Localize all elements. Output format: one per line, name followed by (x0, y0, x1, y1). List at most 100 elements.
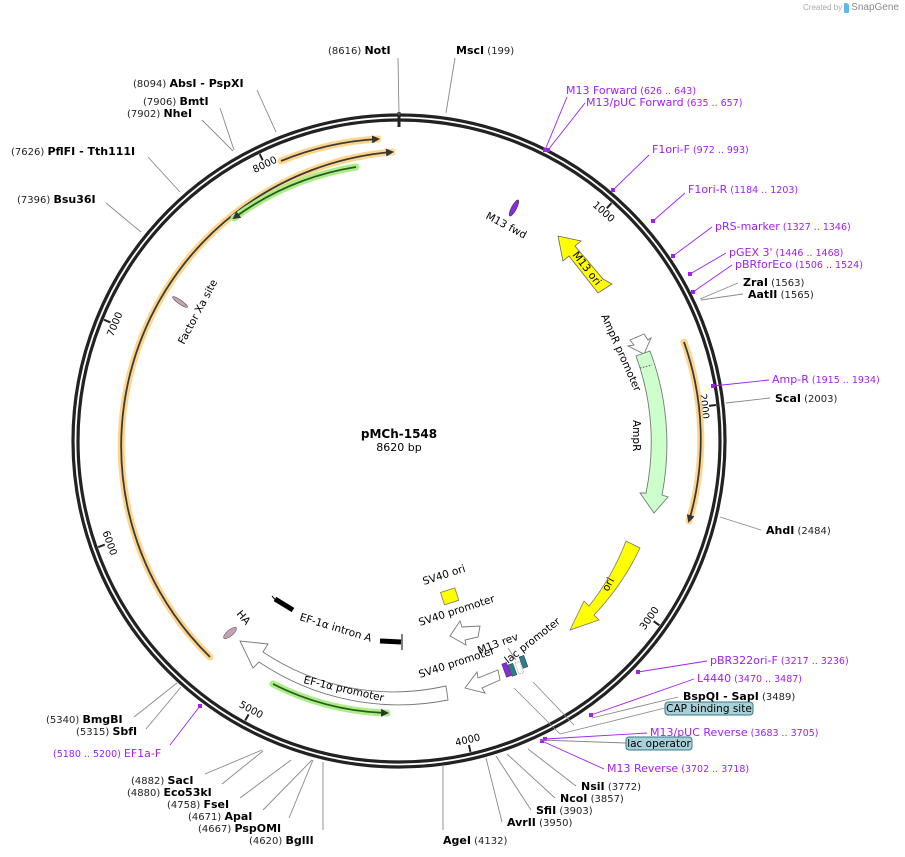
primer-label: pBRforEco (1506 .. 1524) (735, 258, 863, 271)
enzyme-site[interactable]: SfiI (3903) (495, 755, 593, 817)
enzyme-label: (4667) PspOMI (198, 822, 281, 835)
feature-label-ori: ori (600, 576, 617, 594)
enzyme-site[interactable]: NsiI (3772) (527, 748, 641, 793)
feature-label-m13-fwd: M13 fwd (484, 210, 529, 242)
enzyme-site[interactable]: (4882) SacI (131, 749, 263, 787)
tick-mark (467, 744, 472, 753)
enzyme-leader-line (204, 749, 263, 775)
enzyme-site[interactable]: ZraI (1563) (699, 276, 804, 300)
enzyme-site[interactable]: (4667) PspOMI (198, 759, 314, 835)
primer-label: M13 Reverse (3702 .. 3718) (607, 762, 749, 775)
enzyme-label: ScaI (2003) (775, 392, 838, 405)
enzyme-site[interactable]: MscI (199) (445, 44, 514, 114)
orf-arcs[interactable] (117, 135, 705, 717)
enzyme-label: (5340) BmgBI (46, 713, 123, 726)
primer-marker (540, 739, 544, 743)
enzyme-site[interactable]: (7906) BmtI (143, 95, 235, 151)
primer-site[interactable]: Amp-R (1915 .. 1934) (711, 373, 880, 388)
primer-leader-line (689, 252, 727, 275)
feature-sv40-ori[interactable]: SV40 ori (421, 563, 467, 606)
primer-leader-line (672, 226, 713, 257)
primer-site[interactable]: pBRforEco (1506 .. 1524) (691, 258, 863, 294)
enzyme-label: AgeI (4132) (443, 834, 507, 847)
primer-site[interactable]: M13 Reverse (3702 .. 3718) (540, 739, 749, 775)
feature-m13-fwd[interactable]: M13 fwd (484, 199, 529, 242)
enzyme-leader-line (147, 156, 181, 193)
primer-site[interactable]: F1ori-F (972 .. 993) (611, 143, 749, 192)
tick-mark (103, 318, 111, 324)
enzyme-site[interactable]: AgeI (4132) (442, 765, 507, 847)
enzyme-label: (7906) BmtI (143, 95, 209, 108)
enzyme-label: NsiI (3772) (581, 780, 641, 793)
enzyme-leader-line (506, 753, 556, 799)
feature-ampr[interactable]: AmpR (630, 350, 669, 514)
primer-label: Amp-R (1915 .. 1934) (772, 373, 880, 386)
feature-ef1a-intron[interactable]: EF-1α intron A (271, 595, 403, 650)
primer-site[interactable]: pRS-marker (1327 .. 1346) (671, 220, 851, 258)
primer-label: L4440 (3470 .. 3487) (697, 672, 802, 685)
primer-label: pGEX 3' (1446 .. 1468) (729, 246, 843, 259)
primer-site[interactable]: M13/pUC Forward (635 .. 657) (546, 96, 742, 152)
boxed-feature-label[interactable]: CAP binding site (559, 701, 754, 735)
enzyme-label: ZraI (1563) (743, 276, 804, 289)
enzyme-site[interactable]: AhdI (2484) (719, 516, 831, 537)
enzyme-site[interactable]: (4758) FseI (167, 759, 292, 811)
snapgene-logo-icon (844, 2, 850, 13)
enzyme-label: AhdI (2484) (766, 524, 831, 537)
enzyme-site[interactable]: (5340) BmgBI (46, 682, 178, 726)
enzyme-site[interactable]: AvrII (3950) (485, 757, 572, 829)
restriction-sites: (8616) NotI MscI (199) (8094) AbsI - PspXI… (11, 44, 838, 847)
feature-ef1a-promoter[interactable]: EF-1α promoter (239, 640, 449, 706)
tick-mark (606, 202, 613, 209)
enzyme-site[interactable]: BspQI - SapI (3489) (591, 690, 795, 719)
enzyme-leader-line (527, 748, 577, 787)
primer-sites: M13 Forward (626 .. 643)M13/pUC Forward … (53, 84, 880, 775)
primer-site[interactable]: M13/pUC Reverse (3683 .. 3705) (543, 726, 819, 741)
enzyme-site[interactable]: NcoI (3857) (506, 753, 624, 805)
feature-sv40-promoter-lower[interactable]: SV40 promoter (417, 645, 501, 694)
enzyme-leader-line (700, 293, 744, 301)
feature-m13-ori[interactable]: M13 ori (557, 235, 613, 294)
primer-marker (711, 384, 715, 388)
enzyme-site[interactable]: ScaI (2003) (725, 392, 838, 405)
enzyme-label: (4880) Eco53kI (127, 786, 212, 799)
enzyme-site[interactable]: AatII (1565) (700, 288, 814, 301)
primer-label: M13 Forward (626 .. 643) (566, 84, 696, 97)
tick-label: 7000 (106, 311, 126, 339)
enzyme-site[interactable]: (7902) NheI (127, 107, 234, 152)
enzyme-label: (4758) FseI (167, 798, 229, 811)
primer-site[interactable]: pGEX 3' (1446 .. 1468) (688, 246, 843, 276)
enzyme-label: (8094) AbsI - PspXI (133, 77, 244, 90)
primer-site[interactable]: L4440 (3470 .. 3487) (589, 672, 802, 717)
enzyme-site[interactable]: (7396) Bsu36I (17, 193, 142, 233)
primer-site[interactable]: (5180 .. 5200) EF1a-F (53, 704, 202, 760)
plasmid-name: pMCh-1548 (361, 427, 437, 441)
enzyme-label: SfiI (3903) (536, 804, 593, 817)
enzyme-label: MscI (199) (456, 44, 514, 57)
primer-site[interactable]: pBR322ori-F (3217 .. 3236) (636, 654, 849, 674)
enzyme-site[interactable]: (4671) ApaI (188, 759, 313, 823)
primer-label: F1ori-R (1184 .. 1203) (688, 183, 798, 196)
feature-factor-xa[interactable]: Factor Xa site (171, 278, 220, 347)
tick-mark (708, 404, 717, 407)
enzyme-label: (5315) SbfI (76, 725, 137, 738)
feature-ha[interactable]: HA (222, 608, 253, 640)
credit-brand: SnapGene (851, 2, 899, 13)
enzyme-site[interactable]: (4620) BglII (249, 762, 324, 847)
enzyme-label: NcoI (3857) (560, 792, 624, 805)
feature-ori[interactable]: ori (569, 540, 641, 631)
enzyme-site[interactable]: (5315) SbfI (76, 686, 182, 738)
box-label-text: CAP binding site (666, 703, 752, 715)
enzyme-site[interactable]: (8616) NotI (328, 44, 400, 116)
tick-mark (97, 543, 106, 549)
enzyme-site[interactable]: (7626) PflFI - Tth111I (11, 145, 181, 193)
primer-site[interactable]: M13 Forward (626 .. 643) (543, 84, 696, 152)
primer-leader-line (612, 154, 650, 191)
primer-site[interactable]: F1ori-R (1184 .. 1203) (651, 183, 798, 223)
tick-mark (258, 153, 264, 161)
enzyme-site[interactable]: (4880) Eco53kI (127, 750, 264, 799)
boxed-feature-label[interactable]: lac operator (539, 736, 693, 751)
primer-leader-line (692, 264, 733, 293)
enzyme-site[interactable]: (8094) AbsI - PspXI (133, 77, 277, 133)
enzyme-leader-line (445, 57, 456, 114)
